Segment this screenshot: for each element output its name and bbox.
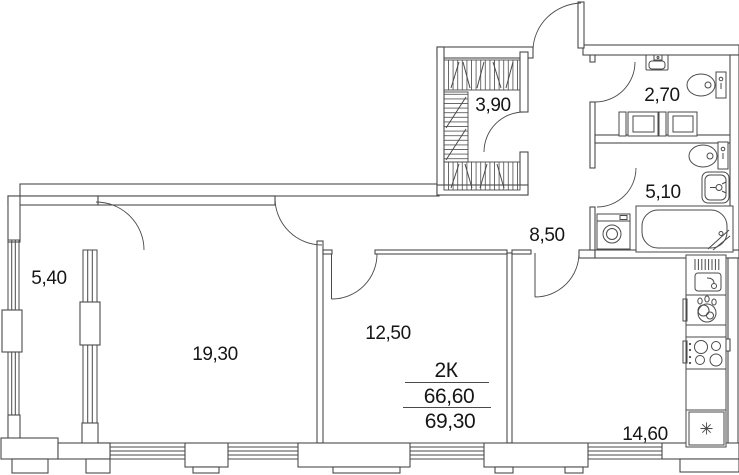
bathtub-icon [635,205,734,253]
wall-top-long [19,183,440,197]
entrance-door [532,1,585,51]
balcony-door [95,201,145,251]
room-labels: 5,40 19,30 12,50 8,50 3,90 2,70 5,10 14,… [31,85,681,445]
kitchen-sink-icon [694,259,722,292]
label-hallway-area: 8,50 [529,225,564,246]
wc-toilet-icon [686,71,727,99]
wall-living-top [97,195,276,206]
bedroom-door [331,253,378,300]
label-balcony-area: 5,40 [31,268,66,289]
apartment-info-block: 2К 66,60 69,30 [403,359,491,433]
label-wardrobe-area: 3,90 [475,95,510,116]
window-living-2 [227,443,299,459]
snowflake-icon [700,422,713,435]
wall-top-right [582,44,739,56]
wardrobe-door [483,111,525,153]
doors [95,1,637,300]
label-bathroom-area: 5,10 [645,182,680,203]
fixtures [596,54,734,448]
wc-door [594,61,636,103]
label-wc-area: 2,70 [644,85,679,106]
window-living-1 [109,443,186,459]
window-bedroom [409,443,485,459]
wall-right-upper [729,54,739,251]
bath-toilet-icon [688,141,729,170]
balcony-glazing [7,239,98,424]
bathroom-door [596,167,637,208]
living-room-door [274,197,323,246]
label-living-area: 19,30 [192,344,238,365]
wardrobe-hatch [443,59,521,191]
label-kitchen-area: 14,60 [622,424,668,445]
stove-icon [682,340,723,367]
wc-sink-icon [645,54,669,71]
apartment-type: 2К [434,359,458,382]
kitchen-counter [682,254,727,448]
wall-bedroom-kitchen [506,252,513,444]
fridge-icon [688,411,725,446]
apartment-area-total: 69,30 [425,410,476,433]
bath-sink-icon [701,171,730,204]
label-bedroom-area: 12,50 [365,323,411,344]
kitchen-door [534,252,580,298]
wall-balcony-top [7,195,99,206]
apartment-area-main: 66,60 [424,385,475,408]
window-kitchen [587,443,663,459]
walls [0,44,739,474]
wall-living-bedroom [316,240,324,444]
washing-machine-icon [596,213,631,250]
dish-rack-icon [682,295,717,323]
laundry-cabinet-icons [618,111,698,137]
